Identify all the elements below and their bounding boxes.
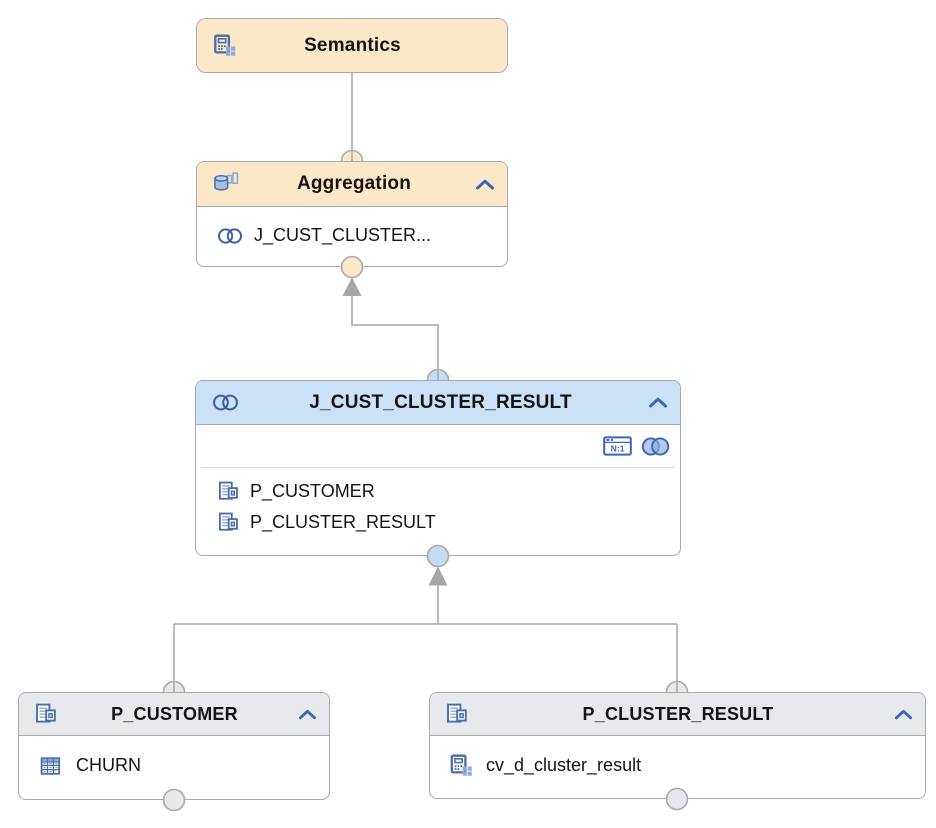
node-title: Semantics (304, 34, 401, 56)
node-join-j-cust-cluster-result[interactable]: J_CUST_CLUSTER_RESULT N:1 (195, 380, 681, 556)
chevron-up-icon (476, 179, 494, 189)
aggregation-icon (213, 172, 239, 196)
chevron-up-icon (298, 709, 317, 719)
cardinality-n1-icon: N:1 (603, 436, 632, 456)
join-icon (217, 227, 243, 245)
node-title: Aggregation (296, 173, 412, 194)
list-item-churn[interactable]: CHURN (40, 755, 141, 776)
divider (201, 467, 675, 468)
arrowhead-into-aggregation (342, 277, 362, 296)
node-title: P_CLUSTER_RESULT (582, 703, 774, 724)
projection-icon (218, 512, 239, 533)
collapse-button[interactable] (888, 708, 913, 721)
collapse-button[interactable] (292, 708, 317, 721)
calculation-view-icon (449, 754, 473, 777)
list-item-cv-d-cluster-result[interactable]: cv_d_cluster_result (449, 754, 641, 777)
node-p-customer[interactable]: P_CUSTOMER CHURN (18, 692, 330, 800)
projection-icon (218, 481, 239, 502)
node-p-cluster-result[interactable]: P_CLUSTER_RESULT cv_d_cluster_result (429, 692, 926, 799)
list-item-p-customer[interactable]: P_CUSTOMER (218, 477, 680, 506)
node-title: J_CUST_CLUSTER_RESULT (309, 391, 572, 413)
row-label: J_CUST_CLUSTER... (254, 225, 432, 245)
row-label: P_CUSTOMER (250, 481, 375, 501)
edge-join-aggregation (351, 295, 439, 385)
collapse-button[interactable] (469, 178, 495, 191)
row-label: cv_d_cluster_result (486, 754, 642, 775)
table-icon (40, 756, 61, 776)
chevron-up-icon (649, 397, 667, 408)
arrowhead-into-join (428, 566, 448, 586)
svg-text:N:1: N:1 (611, 444, 625, 454)
join-icon (212, 393, 239, 412)
row-label: CHURN (76, 755, 141, 775)
projection-icon (446, 703, 468, 725)
list-item-join-source[interactable]: J_CUST_CLUSTER... (217, 225, 431, 246)
calculation-view-icon (213, 34, 236, 57)
collapse-button[interactable] (642, 396, 668, 409)
node-semantics[interactable]: Semantics (196, 18, 508, 73)
projection-icon (35, 703, 57, 725)
node-title: P_CUSTOMER (111, 703, 238, 724)
join-type-icon (641, 436, 670, 456)
edge-projections-join (173, 585, 678, 697)
join-badges: N:1 (196, 425, 680, 467)
node-aggregation[interactable]: Aggregation J_CUST_CLUSTER... (196, 161, 508, 267)
row-label: P_CLUSTER_RESULT (250, 512, 436, 532)
chevron-up-icon (894, 709, 913, 719)
list-item-p-cluster-result[interactable]: P_CLUSTER_RESULT (218, 508, 680, 537)
